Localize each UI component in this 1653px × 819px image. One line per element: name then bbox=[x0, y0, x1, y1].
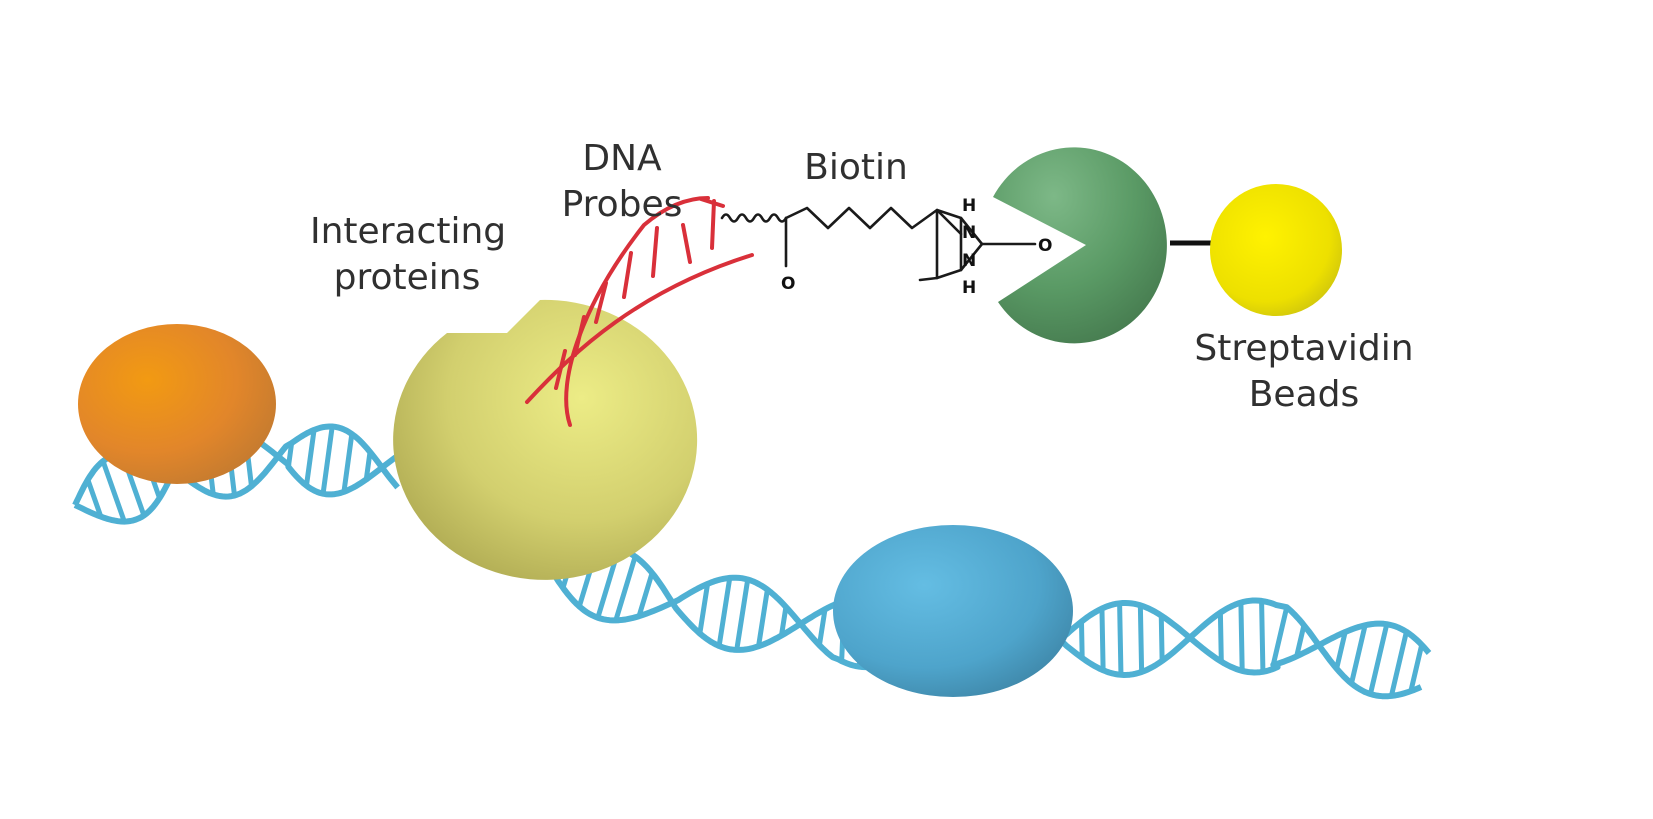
dna-base-pair bbox=[756, 587, 770, 649]
dna-base-pair bbox=[716, 575, 733, 649]
dna-base-pair bbox=[1294, 622, 1307, 659]
ring-oxygen-label: O bbox=[1038, 236, 1052, 256]
olive-protein bbox=[393, 299, 698, 580]
biotin-text: Biotin bbox=[804, 147, 908, 188]
dna-base-pair bbox=[1238, 600, 1245, 674]
dna-base-pair bbox=[1408, 642, 1425, 694]
dna-base-pair bbox=[85, 477, 104, 520]
dna-base-pair bbox=[1334, 629, 1348, 672]
streptavidin-beads-line-1: Streptavidin bbox=[1194, 328, 1414, 369]
carbonyl-oxygen-label: O bbox=[781, 274, 795, 294]
biotin-atom-labels: O H N N H O bbox=[781, 196, 1052, 298]
dna-base-pair bbox=[816, 606, 828, 648]
streptavidin-bead bbox=[1210, 184, 1342, 316]
ring-n-top-label: N bbox=[962, 223, 976, 243]
dna-probes-label: DNA Probes bbox=[557, 136, 687, 228]
biotin-ring bbox=[935, 208, 984, 280]
dna-base-pair bbox=[1367, 621, 1390, 697]
streptavidin-beads-label: Streptavidin Beads bbox=[1190, 326, 1418, 418]
dna-base-pair bbox=[100, 458, 127, 525]
streptavidin bbox=[993, 147, 1167, 344]
ring-h-bottom-label: H bbox=[962, 278, 976, 298]
dna-base-pair bbox=[1078, 619, 1085, 661]
streptavidin-beads-line-2: Beads bbox=[1248, 374, 1360, 415]
biotin-label: Biotin bbox=[796, 145, 916, 191]
dna-base-pair bbox=[1137, 602, 1145, 675]
orange-protein bbox=[78, 324, 276, 484]
interacting-proteins-line-1: Interacting bbox=[310, 211, 507, 252]
dna-base-pair bbox=[778, 604, 789, 638]
dna-base-pair bbox=[636, 570, 655, 619]
dna-base-pair bbox=[320, 424, 335, 497]
dna-base-pair bbox=[1388, 629, 1409, 699]
dna-probes-line-1: DNA bbox=[582, 138, 662, 179]
dna-base-pair bbox=[613, 554, 638, 623]
dna-probes-line-2: Probes bbox=[561, 184, 683, 225]
ring-n-bottom-label: N bbox=[962, 251, 976, 271]
dna-base-pair bbox=[1259, 598, 1266, 675]
interacting-proteins-line-2: proteins bbox=[333, 257, 481, 298]
dna-base-pair bbox=[734, 577, 751, 653]
ring-h-top-label: H bbox=[962, 196, 976, 216]
dna-base-pair bbox=[1117, 600, 1124, 678]
interacting-proteins-label: Interacting proteins bbox=[310, 209, 507, 301]
dna-base-pair bbox=[1348, 622, 1368, 686]
blue-protein bbox=[833, 525, 1073, 697]
dna-base-pair bbox=[1217, 610, 1224, 665]
carbon-chain bbox=[784, 206, 963, 236]
dna-base-pair bbox=[1270, 604, 1290, 668]
dna-base-pair bbox=[1158, 613, 1165, 664]
wavy-linker bbox=[720, 213, 788, 223]
biotin-molecule bbox=[720, 206, 1037, 282]
dna-probe bbox=[525, 196, 754, 427]
dna-base-pair bbox=[363, 449, 373, 482]
dna-base-pair bbox=[341, 431, 355, 495]
dna-base-pair bbox=[697, 581, 711, 636]
dna-base-pair bbox=[303, 427, 317, 489]
dna-base-pair bbox=[1099, 606, 1106, 673]
